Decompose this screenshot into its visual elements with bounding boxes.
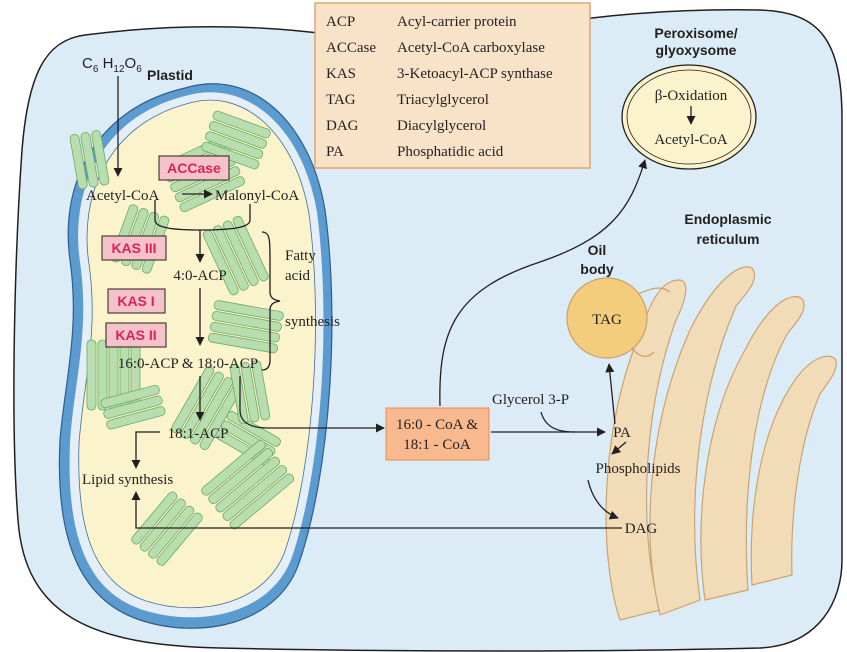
legend-meaning: Phosphatidic acid — [397, 144, 504, 160]
to-lipid-synthesis-arrow — [131, 431, 160, 469]
oil-body-neck — [631, 287, 671, 358]
legend-abbr: TAG — [326, 92, 356, 108]
acyl-coa-label: 16:0 - CoA & — [396, 417, 478, 433]
legend-meaning: Acetyl-CoA carboxylase — [397, 40, 545, 56]
legend-abbr: KAS — [326, 66, 356, 82]
kas1-box — [107, 288, 166, 314]
tag-label: TAG — [592, 312, 622, 328]
oil-body-label: Oil — [588, 242, 607, 258]
legend-meaning: Triacylglycerol — [397, 92, 489, 108]
dag-label: DAG — [625, 521, 658, 537]
peroxisome-label: Peroxisome/ — [654, 25, 737, 41]
glucose-formula: C6 H12O6 — [82, 55, 142, 75]
to-peroxisome-arrow — [439, 159, 648, 407]
acp-16-18-label: 16:0-ACP & 18:0-ACP — [118, 356, 258, 372]
dag-return-arrow — [131, 491, 622, 529]
phospholipids-label: Phospholipids — [595, 461, 680, 477]
acetyl-coa-label: Acetyl-CoA — [86, 188, 159, 204]
fatty-label: synthesis — [285, 314, 340, 330]
kas2-label: KAS II — [115, 327, 156, 343]
pa-to-phospholipids-arrow — [611, 441, 627, 455]
glycerol-join — [540, 411, 576, 433]
kas3-label: KAS III — [111, 240, 156, 256]
legend-entries: ACP Acyl-carrier protein ACCase Acetyl-C… — [326, 14, 553, 160]
legend-abbr: DAG — [326, 118, 359, 134]
legend-meaning: 3-Ketoacyl-ACP synthase — [397, 66, 553, 82]
export-arrow — [239, 376, 385, 433]
fatty-label: acid — [285, 268, 310, 284]
acp-18-1-label: 18:1-ACP — [168, 426, 229, 442]
kas3-box — [101, 235, 167, 261]
kas1-label: KAS I — [117, 293, 154, 309]
peroxisome-outer — [621, 64, 757, 170]
legend-abbr: ACCase — [326, 40, 376, 56]
plastid-label: Plastid — [147, 67, 193, 83]
beta-oxidation-label: β-Oxidation — [655, 88, 728, 104]
accase-box — [158, 155, 230, 181]
oil-body — [566, 277, 648, 359]
kas2-box — [105, 322, 167, 348]
enzyme-boxes: ACCase KAS III KAS I KAS II — [101, 155, 230, 348]
peroxisome-label: glyoxysome — [656, 42, 737, 58]
acyl-coa-label: 18:1 - CoA — [403, 437, 471, 453]
fatty-acid-synthesis-brace — [261, 231, 281, 371]
lipid-synthesis-label: Lipid synthesis — [82, 472, 173, 488]
malonyl-coa-label: Malonyl-CoA — [215, 188, 299, 204]
fatty-label: Fatty — [285, 248, 316, 264]
endoplasmic-reticulum — [605, 266, 837, 621]
peroxisome-inner — [626, 69, 752, 165]
phospholipids-to-dag-arrow — [587, 479, 619, 520]
thylakoid-stacks — [69, 110, 295, 566]
accase-label: ACCase — [167, 160, 221, 176]
malonyl-to-condense-line — [199, 204, 251, 231]
legend-meaning: Acyl-carrier protein — [397, 14, 517, 30]
pa-label: PA — [613, 425, 631, 441]
acetyl-to-condense-line — [154, 200, 201, 231]
acyl-coa-box — [385, 407, 490, 461]
er-label: Endoplasmic — [684, 211, 771, 227]
pa-to-tag-arrow — [605, 363, 616, 425]
glycerol-3p-label: Glycerol 3-P — [492, 392, 569, 408]
legend-abbr: PA — [326, 144, 344, 160]
peroxisome-acetyl-coa: Acetyl-CoA — [654, 132, 727, 148]
legend-box — [314, 2, 591, 169]
acp-4-label: 4:0-ACP — [173, 268, 226, 284]
legend-abbr: ACP — [326, 14, 355, 30]
legend-meaning: Diacylglycerol — [397, 118, 486, 134]
er-label: reticulum — [696, 231, 759, 247]
oil-body-label: body — [580, 261, 614, 277]
